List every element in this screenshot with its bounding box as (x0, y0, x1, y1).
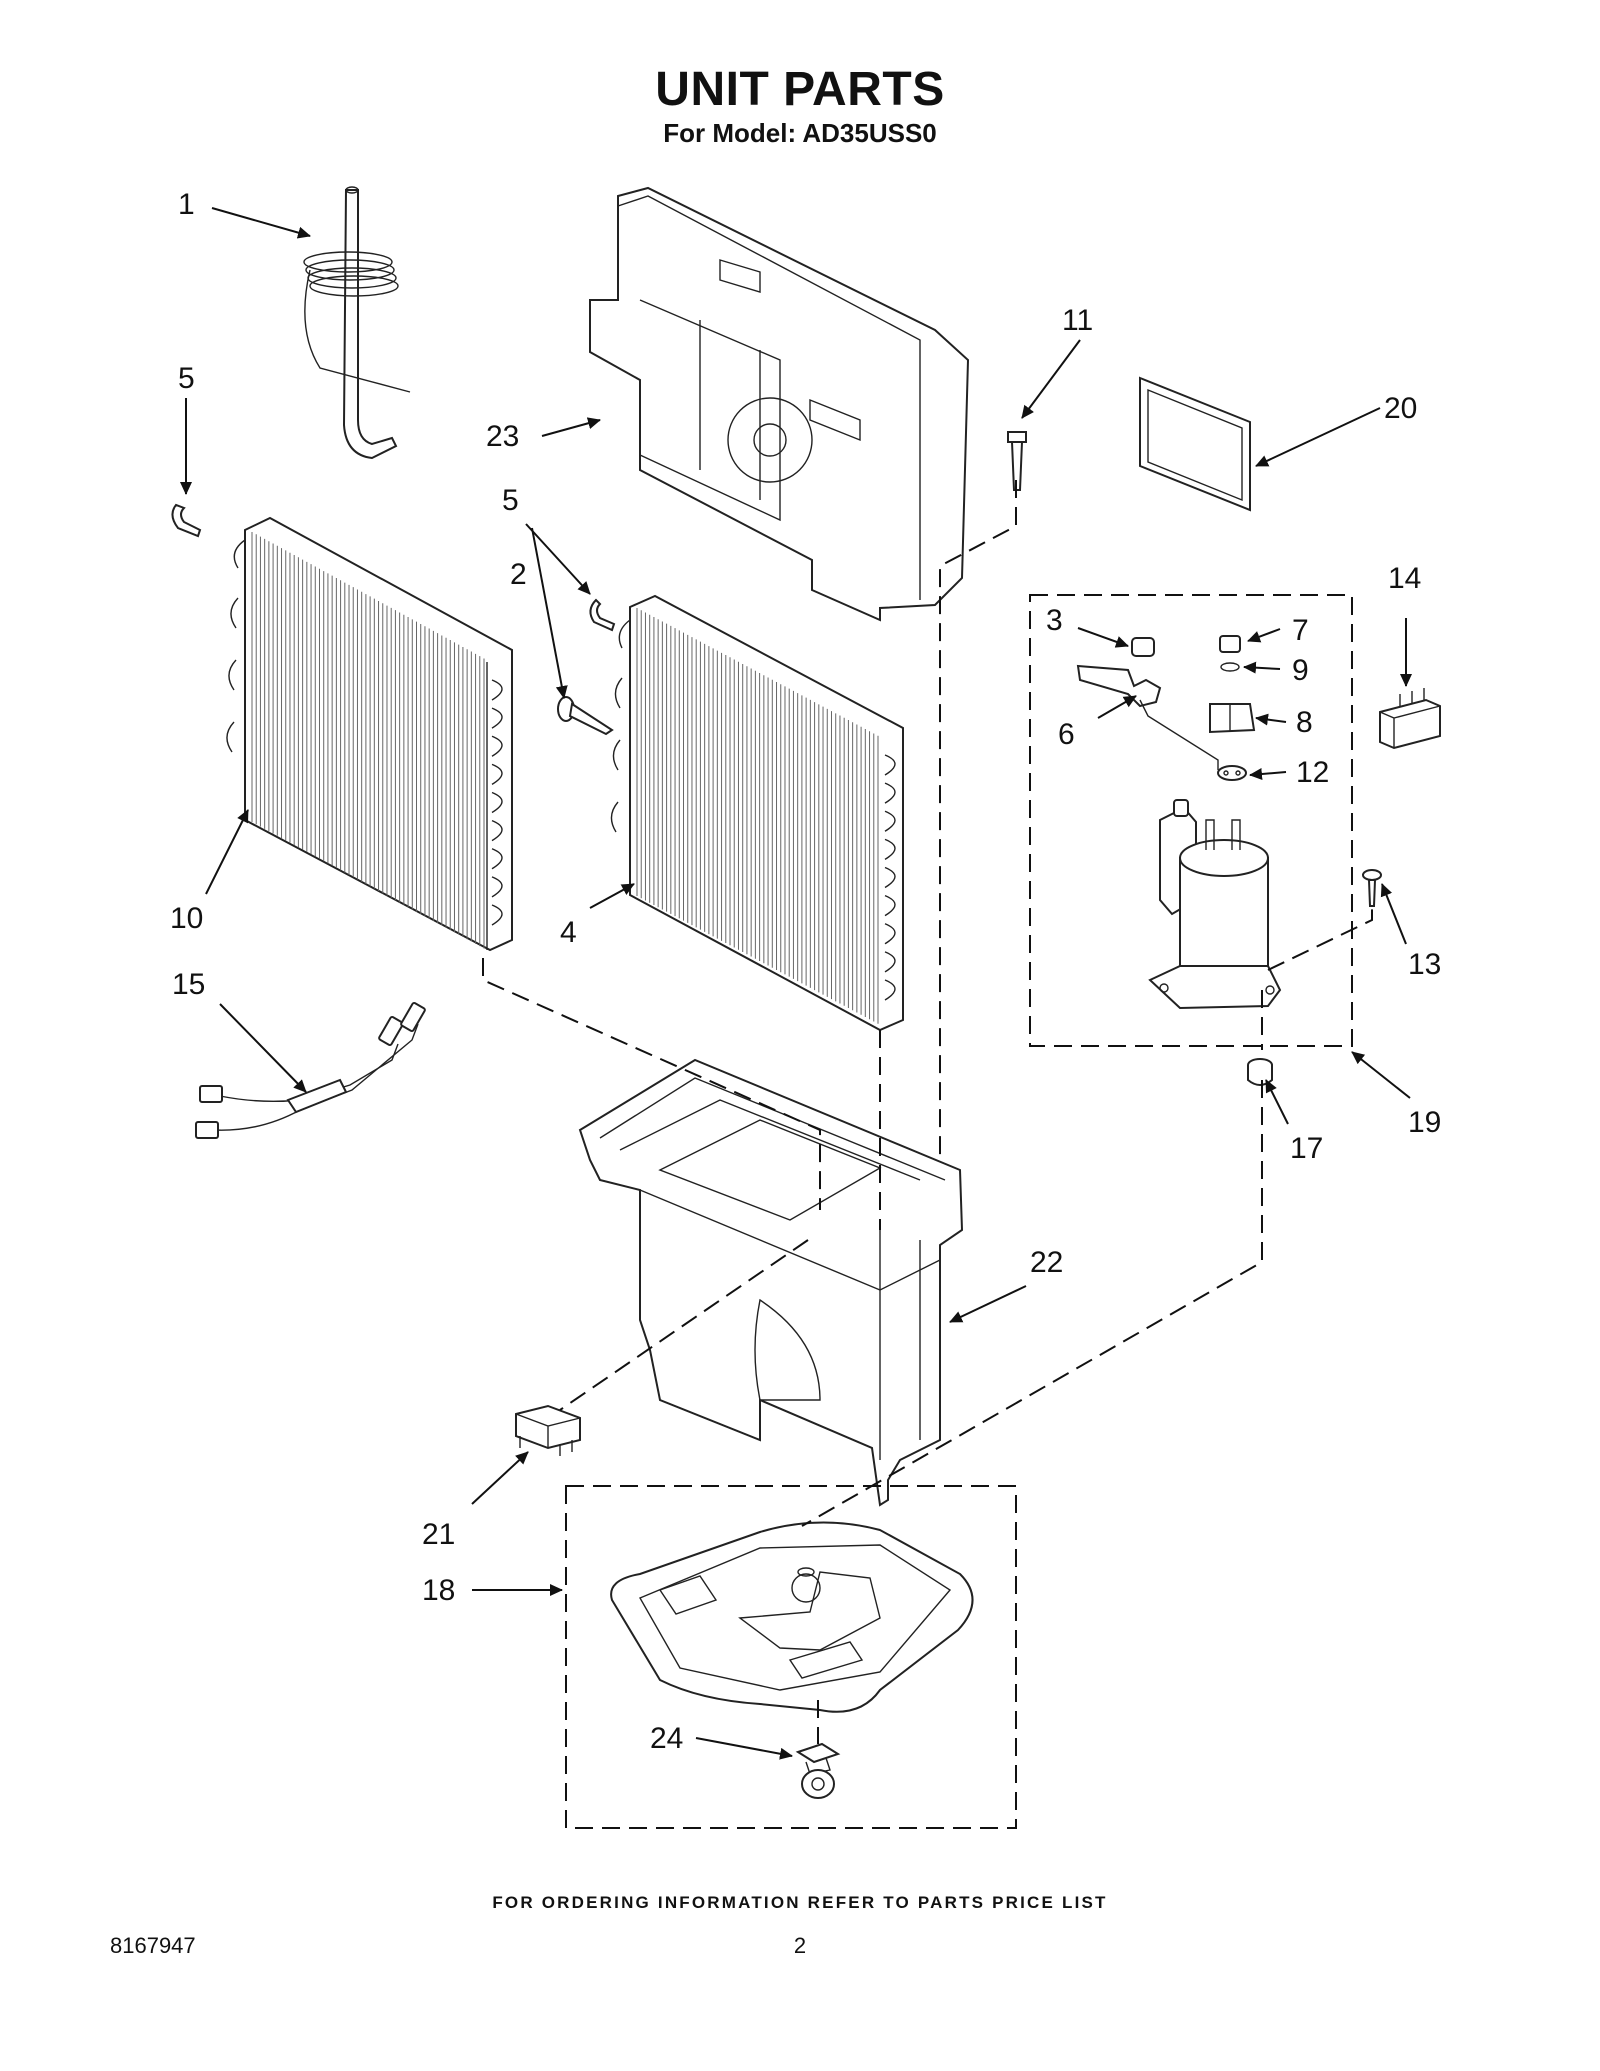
screw-part-13 (1362, 869, 1382, 907)
callout-labels: 1 5 5 2 10 4 23 11 20 14 3 7 9 6 8 12 13… (170, 188, 1441, 1755)
evaporator-coil-part (610, 594, 904, 1032)
coil-tube-bend (491, 735, 503, 757)
coil-tube-bend (884, 923, 896, 945)
gasket-part (1217, 765, 1247, 781)
callout-22: 22 (1030, 1246, 1063, 1279)
grommet-part-3 (1131, 637, 1155, 657)
coil-tube-bend (884, 810, 896, 832)
overload-protector-part (1076, 664, 1219, 770)
coil-tube-bend (491, 763, 503, 785)
callout-17: 17 (1290, 1132, 1323, 1165)
coil-tube-bend (491, 904, 503, 926)
base-pan-part (610, 1521, 974, 1713)
callout-6: 6 (1058, 718, 1075, 751)
callout-10: 10 (170, 902, 203, 935)
callout-5-center: 5 (502, 484, 519, 517)
nut-part (1219, 635, 1241, 653)
base-frame-part (578, 1058, 964, 1507)
capillary-tube-part (303, 186, 411, 460)
callout-4: 4 (560, 916, 577, 949)
compressor-group-box (1029, 594, 1353, 1047)
filter-panel-part (1139, 376, 1251, 512)
coil-tube-bend (884, 866, 896, 889)
wire-harness-part (195, 1001, 426, 1139)
base-group-box (565, 1485, 1017, 1829)
page-number: 2 (793, 1933, 807, 1958)
coil-tube-bend (491, 707, 503, 729)
fan-shroud-part (589, 186, 970, 622)
screw-part-11 (1007, 431, 1027, 491)
leader-arrows (180, 207, 1412, 1760)
coil-tube-bend (884, 894, 896, 917)
callout-18: 18 (422, 1574, 455, 1607)
coil-tube-bend (884, 754, 896, 776)
callout-11: 11 (1062, 304, 1093, 337)
callout-5-left: 5 (178, 362, 195, 395)
callout-3: 3 (1046, 604, 1063, 637)
coil-tube-bend (491, 819, 503, 842)
callout-1: 1 (178, 188, 195, 221)
callout-15: 15 (172, 968, 205, 1001)
document-number: 8167947 (110, 1933, 196, 1958)
condenser-coil-part (226, 516, 513, 952)
callout-21: 21 (422, 1518, 455, 1551)
ordering-info-note: FOR ORDERING INFORMATION REFER TO PARTS … (492, 1893, 1108, 1912)
callout-24: 24 (650, 1722, 683, 1755)
callout-14: 14 (1388, 562, 1421, 595)
switch-part (515, 1404, 581, 1456)
callout-13: 13 (1408, 948, 1441, 981)
callout-12: 12 (1296, 756, 1329, 789)
terminal-cover-part (1209, 703, 1256, 734)
assembly-dashed-lines (482, 480, 1373, 1744)
coil-tube-bend (884, 979, 896, 1001)
coil-tube-bend (491, 848, 503, 870)
clip-part-center (589, 598, 616, 632)
grommet-part-17 (1247, 1058, 1273, 1086)
screw-part (557, 696, 614, 736)
coil-tube-bend (884, 838, 896, 860)
washer-part (1220, 662, 1240, 672)
callout-9: 9 (1292, 654, 1309, 687)
coil-tube-bend (491, 791, 503, 814)
callout-7: 7 (1292, 614, 1309, 647)
coil-tube-bend (491, 876, 503, 898)
coil-tube-bend (884, 782, 896, 804)
callout-8: 8 (1296, 706, 1313, 739)
model-subtitle: For Model: AD35USS0 (663, 118, 937, 148)
callout-20: 20 (1384, 392, 1417, 425)
clip-part-left (171, 503, 202, 538)
capacitor-part (1379, 688, 1441, 750)
page-title: UNIT PARTS (655, 63, 945, 116)
caster-wheel-part (795, 1742, 841, 1799)
callout-2: 2 (510, 558, 527, 591)
coil-tube-bend (884, 951, 896, 973)
coil-tube-bend (491, 679, 503, 701)
callout-19: 19 (1408, 1106, 1441, 1139)
callout-23: 23 (486, 420, 519, 453)
compressor-part (1148, 799, 1282, 1010)
